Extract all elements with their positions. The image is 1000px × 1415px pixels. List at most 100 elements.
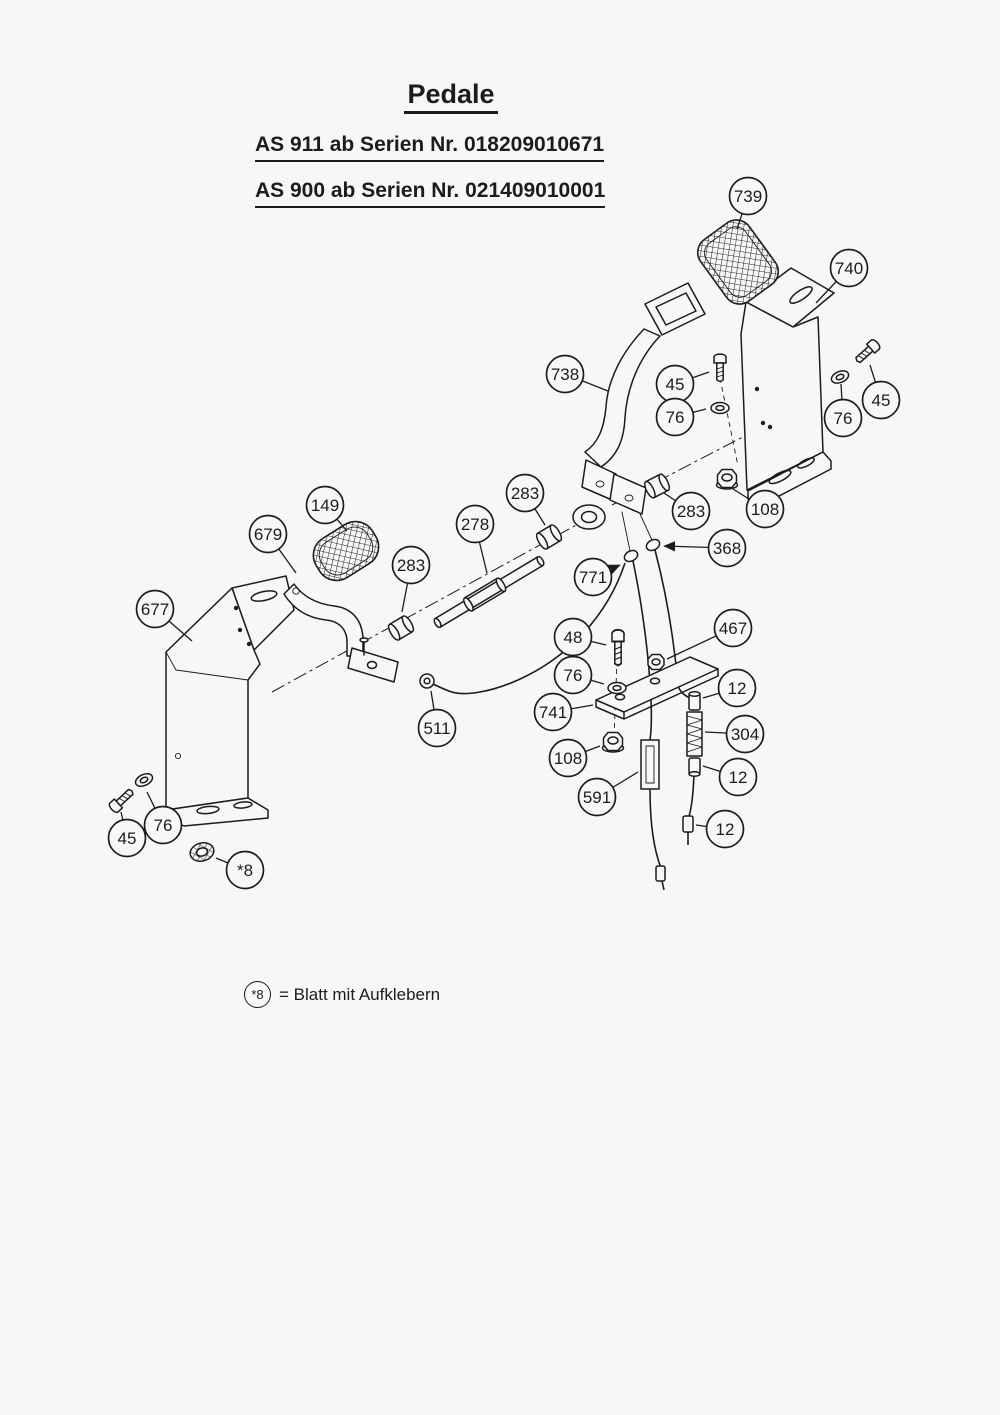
callout-45: 45 [107, 811, 147, 858]
part-arm-clamp-bracket [347, 637, 399, 683]
callout-467: 467 [666, 608, 753, 660]
part-washer-76-plate [607, 681, 627, 695]
part-nut-467 [647, 653, 665, 671]
svg-text:467: 467 [719, 619, 747, 638]
callout-149: 149 [305, 485, 348, 532]
part-pedal-pad-149 [312, 520, 380, 582]
part-washer-76-upper [710, 401, 730, 415]
part-washer-76-right [828, 367, 852, 387]
callout-283: 283 [663, 491, 711, 531]
part-bracket-740 [740, 267, 835, 509]
callout-12: 12 [702, 757, 758, 797]
part-screw-48 [611, 628, 625, 667]
svg-text:76: 76 [666, 408, 685, 427]
callout-679: 679 [248, 514, 297, 574]
callout-76: 76 [823, 383, 863, 438]
callout-8: *8 [215, 850, 265, 890]
callout-12: 12 [695, 809, 745, 849]
svg-text:511: 511 [423, 719, 450, 738]
svg-text:*8: *8 [237, 861, 253, 880]
svg-text:739: 739 [734, 187, 762, 206]
svg-text:48: 48 [564, 628, 583, 647]
svg-text:740: 740 [835, 259, 863, 278]
svg-text:591: 591 [583, 788, 611, 807]
callout-76: 76 [655, 397, 707, 437]
part-pivot-hub [572, 459, 653, 552]
svg-text:283: 283 [511, 484, 539, 503]
part-bushing-283-left [385, 613, 417, 643]
part-shaft-278 [433, 555, 545, 629]
callout-278: 278 [455, 504, 495, 574]
svg-text:278: 278 [461, 515, 489, 534]
svg-text:283: 283 [397, 556, 425, 575]
callout-12: 12 [702, 668, 757, 708]
part-adjuster-12-upper [688, 691, 701, 711]
svg-text:738: 738 [551, 365, 579, 384]
callout-771: 771 [573, 557, 621, 597]
part-spring-304 [686, 711, 703, 757]
callout-304: 304 [704, 714, 765, 754]
part-plate-741 [595, 656, 719, 720]
part-arm-679 [283, 583, 364, 657]
callout-108: 108 [732, 488, 785, 529]
callout-76: 76 [143, 791, 183, 845]
callout-108: 108 [548, 738, 601, 778]
part-bolt-45-bottom-left [106, 785, 137, 815]
callout-741: 741 [533, 692, 594, 732]
part-cable-left-591 [623, 549, 666, 891]
callout-677: 677 [135, 589, 193, 642]
part-washer-76-bottom-left [132, 770, 156, 790]
part-pedal-arm-738 [584, 282, 706, 468]
callout-511: 511 [417, 690, 457, 748]
svg-text:12: 12 [729, 768, 748, 787]
callout-layer: 739 740 738 45 76 76 45 283 283 108 368 149 679 278 28… [107, 176, 901, 890]
svg-text:45: 45 [872, 391, 891, 410]
svg-text:76: 76 [834, 409, 853, 428]
subtitle-as911: AS 911 ab Serien Nr. 018209010671 [255, 133, 605, 162]
callout-283: 283 [505, 473, 546, 526]
part-screw-45-upper [713, 353, 727, 383]
callout-45: 45 [861, 364, 901, 420]
svg-text:368: 368 [713, 539, 741, 558]
footnote: *8 = Blatt mit Aufklebern [244, 981, 440, 1008]
callout-45: 45 [655, 364, 710, 404]
part-screw-45-right [852, 337, 883, 367]
subtitle-as900: AS 900 ab Serien Nr. 021409010001 [255, 179, 606, 208]
svg-text:304: 304 [731, 725, 759, 744]
svg-text:679: 679 [254, 525, 282, 544]
callout-368: 368 [663, 528, 747, 568]
svg-text:12: 12 [716, 820, 735, 839]
svg-text:149: 149 [311, 496, 339, 515]
callout-76: 76 [553, 655, 605, 695]
part-bracket-677 [165, 575, 295, 827]
svg-text:45: 45 [666, 375, 685, 394]
svg-text:76: 76 [154, 816, 173, 835]
svg-text:76: 76 [564, 666, 583, 685]
svg-text:771: 771 [579, 568, 607, 587]
callout-738: 738 [545, 354, 609, 394]
part-turnbuckle-591 [640, 739, 660, 790]
svg-text:45: 45 [118, 829, 137, 848]
part-bushing-283-middle [533, 522, 565, 552]
svg-text:108: 108 [554, 749, 582, 768]
svg-text:108: 108 [751, 500, 779, 519]
callout-591: 591 [577, 771, 639, 817]
part-nut-108-upper [715, 468, 739, 490]
callout-48: 48 [553, 617, 607, 657]
footnote-symbol: *8 [244, 981, 271, 1008]
part-nut-108-plate [601, 731, 625, 753]
svg-text:12: 12 [728, 679, 747, 698]
part-pedal-pad-739 [696, 219, 780, 305]
part-adjuster-12-middle [688, 757, 701, 777]
svg-text:741: 741 [539, 703, 567, 722]
page-title: Pedale [255, 79, 647, 114]
svg-text:283: 283 [677, 502, 705, 521]
callout-739: 739 [728, 176, 768, 230]
footnote-text: = Blatt mit Aufklebern [279, 984, 441, 1004]
callout-740: 740 [815, 248, 869, 304]
svg-text:677: 677 [141, 600, 169, 619]
callout-283: 283 [391, 545, 431, 613]
part-cable-release-511 [419, 562, 626, 695]
